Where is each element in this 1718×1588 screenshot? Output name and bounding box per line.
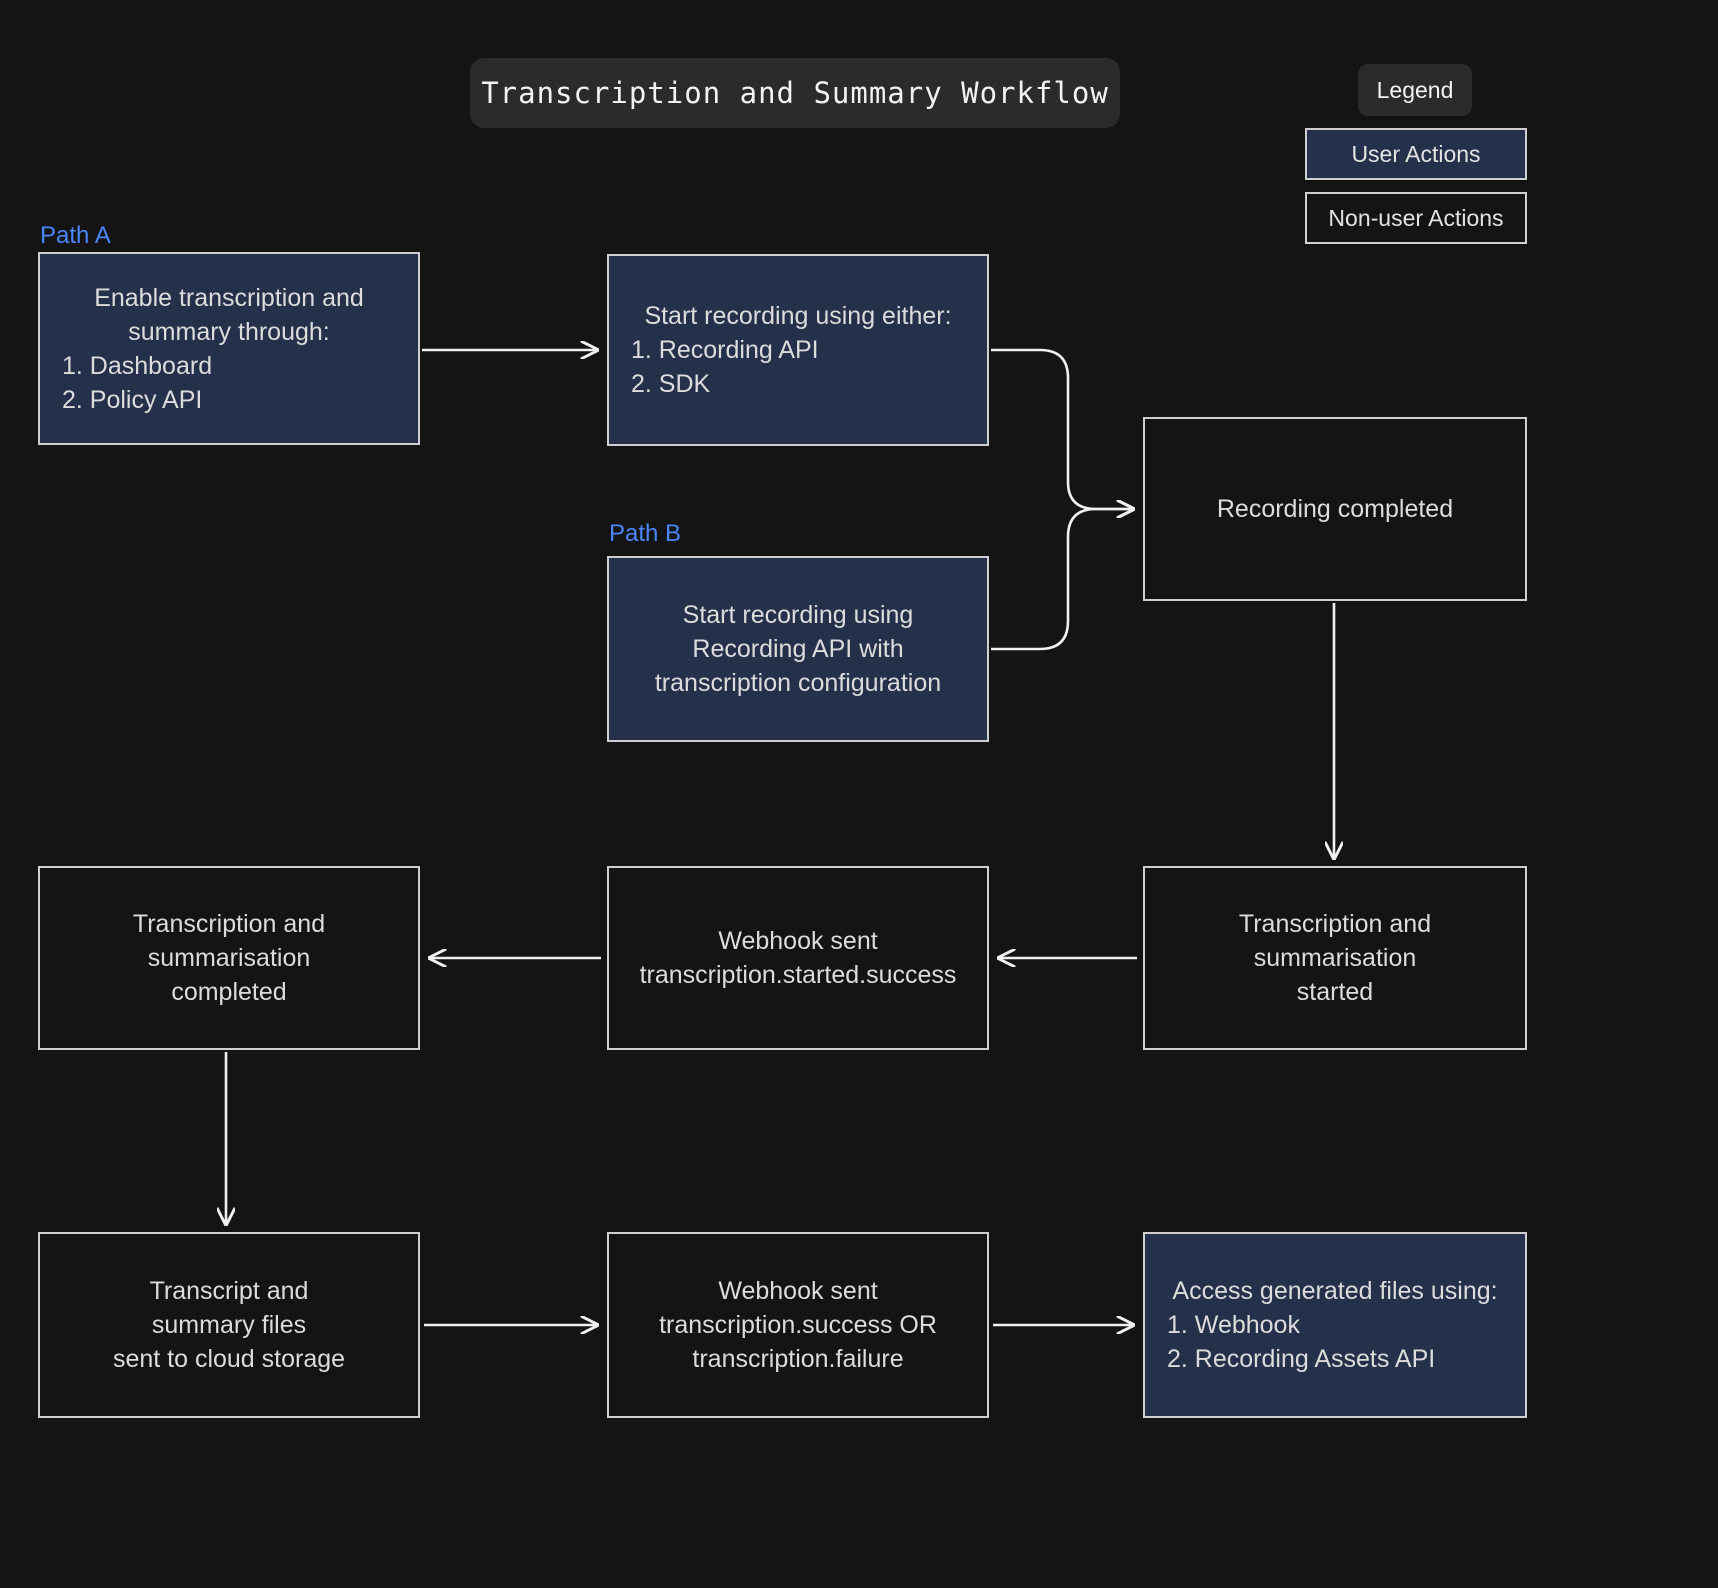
node-list-item: 2. SDK (631, 370, 711, 398)
node-line: Webhook sent (718, 1277, 878, 1305)
node-line: completed (171, 978, 287, 1006)
node-line: Transcription and (1238, 910, 1432, 938)
node-line: summary files (151, 1311, 307, 1339)
node-files-sent-to-cloud-storage[interactable]: Transcript and summary files sent to clo… (38, 1232, 420, 1418)
edge-start-config-to-rec-complete (991, 509, 1133, 651)
node-line: Transcript and (149, 1277, 309, 1305)
node-webhook-transcription-success-or-failure[interactable]: Webhook sent transcription.success OR tr… (607, 1232, 989, 1418)
legend-item-user-actions: User Actions (1305, 128, 1527, 180)
node-webhook-transcription-started-success[interactable]: Webhook sent transcription.started.succe… (607, 866, 989, 1050)
legend-item-non-user-actions: Non-user Actions (1305, 192, 1527, 244)
node-recording-completed[interactable]: Recording completed (1143, 417, 1527, 601)
node-line: Recording completed (1216, 495, 1454, 523)
edge-start-either-to-rec-complete (991, 348, 1133, 509)
path-b-label: Path B (609, 520, 682, 547)
node-line: transcription.started.success (639, 961, 957, 989)
node-line: Webhook sent (718, 927, 878, 955)
node-line: summary through: (128, 317, 330, 346)
node-start-recording-with-config[interactable]: Start recording using Recording API with… (607, 556, 989, 742)
node-line: started (1296, 978, 1374, 1006)
node-line: Start recording using either: (644, 302, 952, 330)
node-line: Transcription and (132, 910, 326, 938)
path-a-label: Path A (40, 222, 111, 249)
node-line: Recording API with (692, 635, 904, 663)
diagram-title: Transcription and Summary Workflow (470, 58, 1120, 128)
node-list-item: 1. Dashboard (62, 351, 213, 380)
node-line: sent to cloud storage (112, 1345, 346, 1373)
node-enable-transcription[interactable]: Enable transcription and summary through… (38, 252, 420, 445)
node-line: transcription configuration (654, 669, 942, 697)
node-line: transcription.failure (692, 1345, 904, 1373)
node-line: Access generated files using: (1172, 1277, 1498, 1305)
node-access-generated-files[interactable]: Access generated files using: 1. Webhook… (1143, 1232, 1527, 1418)
node-list-item: 2. Recording Assets API (1167, 1345, 1436, 1373)
node-list-item: 2. Policy API (62, 385, 203, 414)
node-transcription-summarisation-completed[interactable]: Transcription and summarisation complete… (38, 866, 420, 1050)
node-transcription-summarisation-started[interactable]: Transcription and summarisation started (1143, 866, 1527, 1050)
node-line: Enable transcription and (94, 283, 364, 312)
node-line: summarisation (1253, 944, 1417, 972)
node-start-recording-either[interactable]: Start recording using either: 1. Recordi… (607, 254, 989, 446)
node-line: transcription.success OR (659, 1311, 937, 1339)
legend-heading: Legend (1358, 64, 1472, 116)
node-list-item: 1. Recording API (631, 336, 819, 364)
node-line: summarisation (147, 944, 311, 972)
node-list-item: 1. Webhook (1167, 1311, 1300, 1339)
node-line: Start recording using (682, 601, 914, 629)
